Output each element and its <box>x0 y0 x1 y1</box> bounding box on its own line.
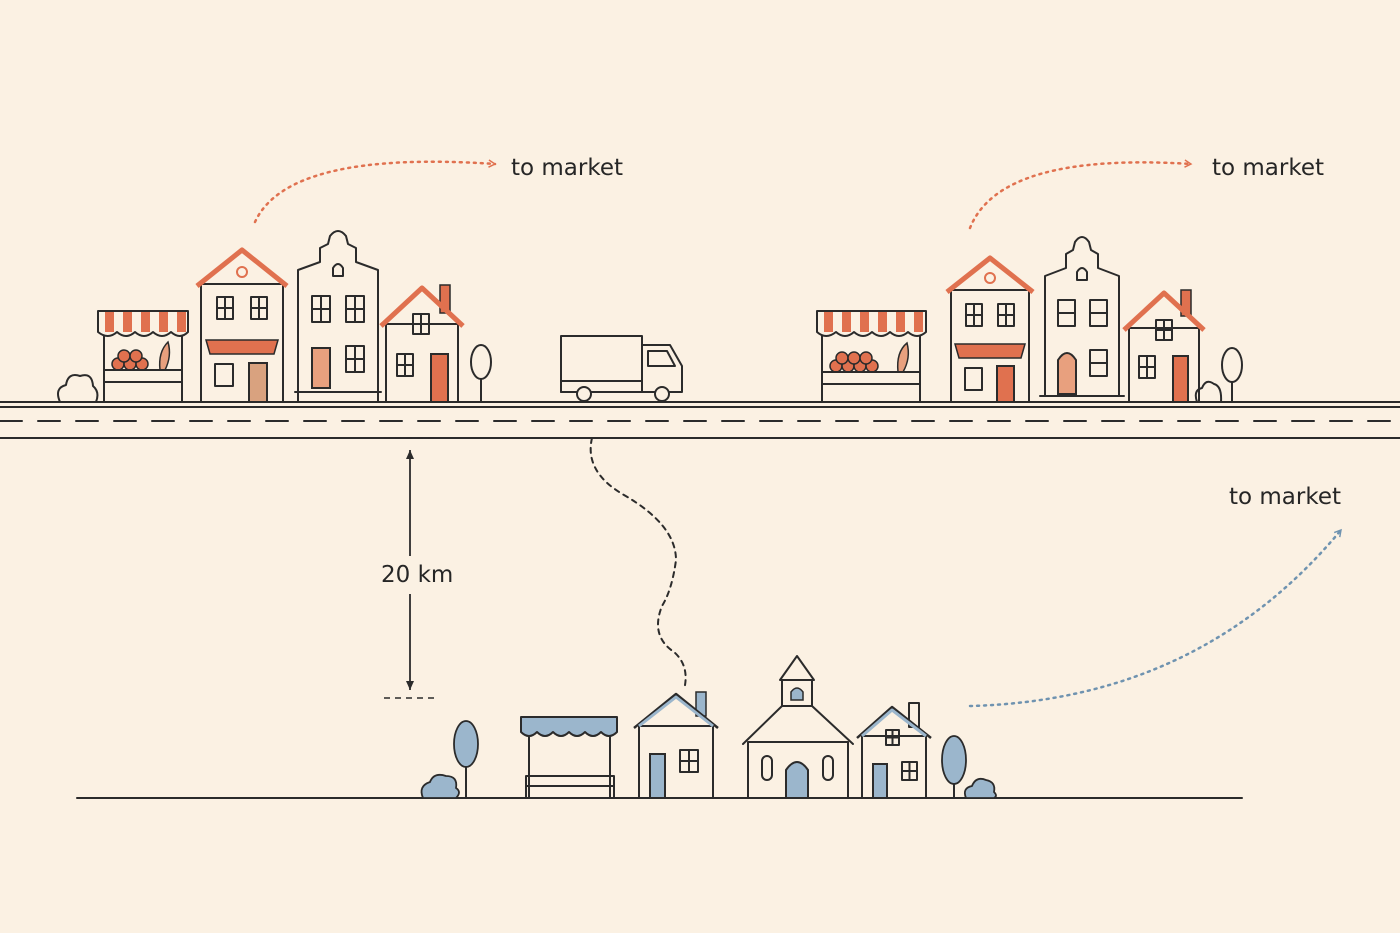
distance-label: 20 km <box>381 562 453 588</box>
market-stall-icon <box>816 310 927 403</box>
gabled-house <box>1039 236 1125 397</box>
townhouse <box>195 247 289 403</box>
church-icon <box>742 655 854 799</box>
town-left: to market <box>57 155 623 403</box>
gabled-house <box>294 230 382 403</box>
bush-icon <box>57 374 99 403</box>
cottage <box>379 284 465 403</box>
bush-icon <box>420 773 460 799</box>
village-cottage <box>856 702 932 799</box>
tree-icon <box>1221 347 1243 403</box>
market-stall-icon <box>97 310 189 403</box>
town-right: to market <box>816 155 1324 403</box>
market-label-right: to market <box>1212 155 1324 181</box>
market-label-left: to market <box>511 155 623 181</box>
market-arrow-village <box>968 528 1343 708</box>
market-arrow-left <box>253 159 497 224</box>
market-label-village: to market <box>1229 484 1341 510</box>
market-arrow-right <box>968 159 1193 230</box>
market-stall-icon <box>520 716 618 799</box>
tree-icon <box>470 344 492 403</box>
distance-indicator: 20 km <box>381 437 453 699</box>
townhouse <box>945 255 1035 403</box>
village-path <box>589 437 687 691</box>
bush-icon <box>963 777 997 799</box>
truck-icon <box>560 335 683 402</box>
tree-icon <box>941 735 967 799</box>
bush-icon <box>1194 380 1223 403</box>
village: to market <box>76 484 1343 799</box>
village-house <box>633 691 719 799</box>
cottage <box>1122 289 1206 403</box>
tree-icon <box>453 720 479 799</box>
highway <box>0 401 1400 439</box>
